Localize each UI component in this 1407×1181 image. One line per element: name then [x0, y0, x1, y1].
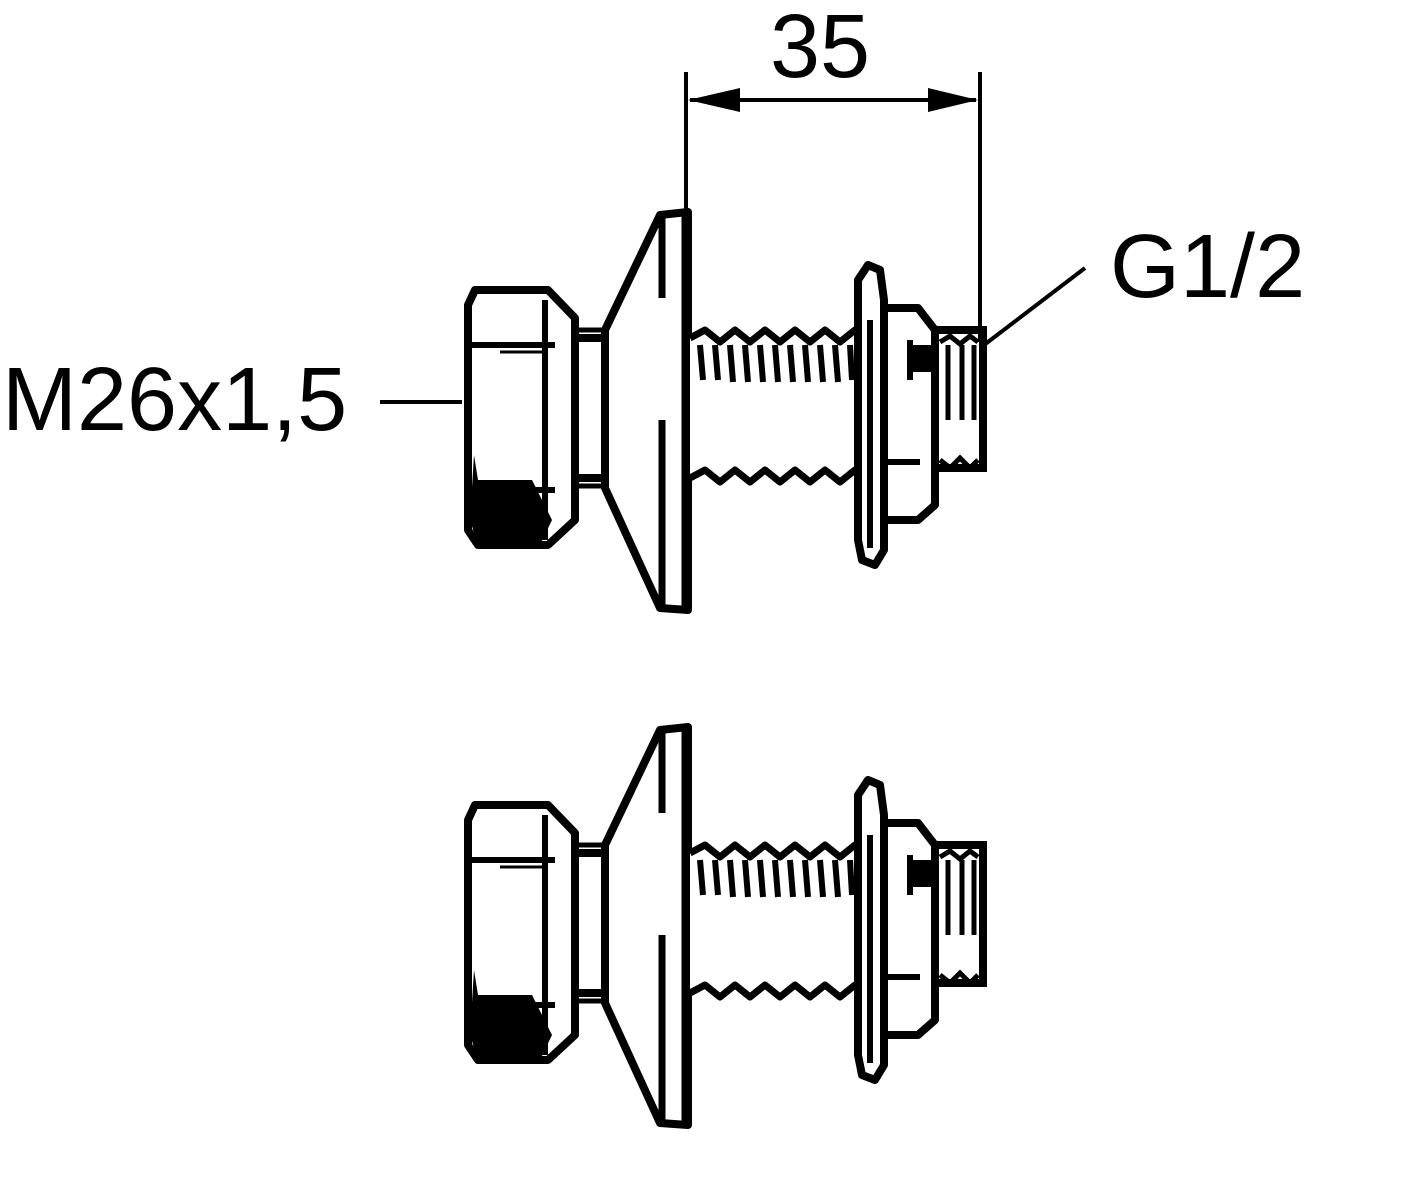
thread-label-right: G1/2 [1110, 217, 1306, 317]
lower-fitting [468, 725, 983, 1125]
upper-fitting [468, 210, 983, 610]
leader-line-right [982, 266, 1087, 347]
arrowhead-right [928, 88, 978, 112]
thread-label-left: M26x1,5 [2, 350, 348, 450]
arrowhead-left [688, 88, 740, 112]
dimension-label: 35 [770, 0, 871, 97]
